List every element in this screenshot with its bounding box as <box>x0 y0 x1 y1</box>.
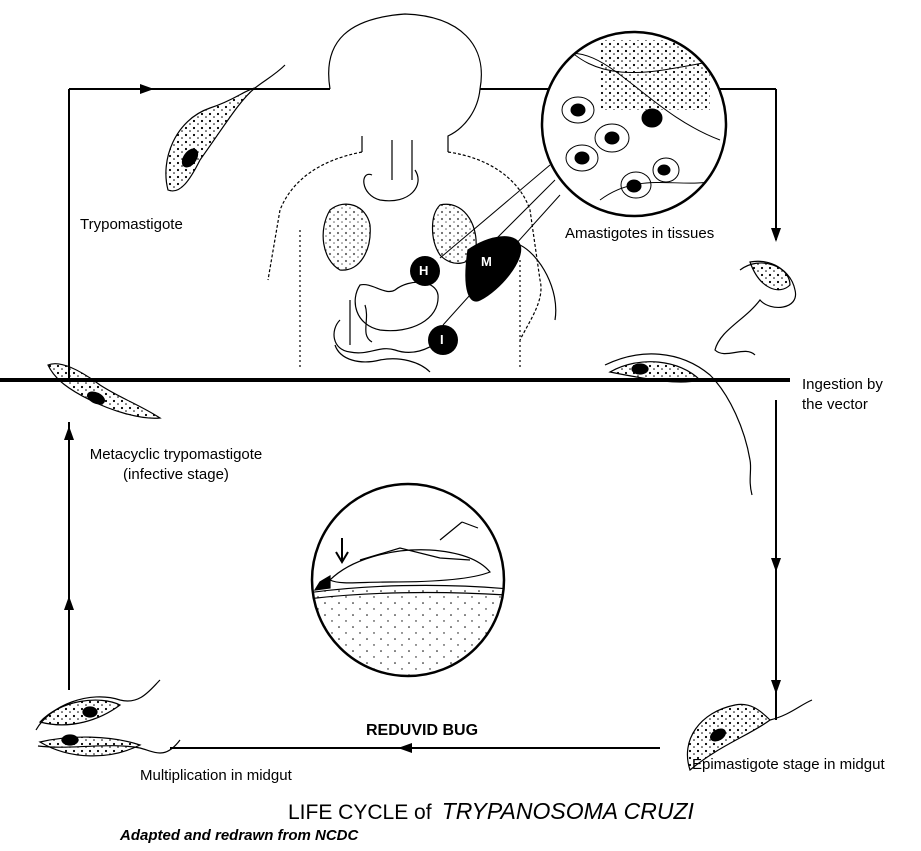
human-host-illustration <box>268 14 556 372</box>
multiplication-label: Multiplication in midgut <box>140 766 292 786</box>
credit-line: Adapted and redrawn from NCDC <box>120 826 358 846</box>
multiplying-parasites <box>36 680 180 756</box>
reduviid-bug-circle <box>300 484 520 690</box>
trypomastigote-parasite <box>166 65 285 191</box>
title-prefix: LIFE CYCLE of <box>288 801 432 824</box>
arrow-down-mid <box>771 558 781 572</box>
title-organism: TRYPANOSOMA CRUZI <box>442 798 694 824</box>
arrow-right-top <box>140 84 154 94</box>
arrow-down-upper <box>771 228 781 242</box>
metacyclic-label-line2: (infective stage) <box>76 465 276 485</box>
arrow-up-upper <box>64 426 74 440</box>
arrow-up-lower <box>64 596 74 610</box>
reduviid-bug-label: REDUVID BUG <box>366 721 478 741</box>
diagram-title: LIFE CYCLE of TRYPANOSOMA CRUZI <box>288 798 694 828</box>
arrow-down-low <box>771 680 781 694</box>
ingestion-label-line2: the vector <box>802 395 883 415</box>
ingestion-label: Ingestion by the vector <box>802 375 883 415</box>
muscle-marker-letter: M <box>481 252 492 272</box>
intestine-marker-letter: I <box>440 330 444 350</box>
amastigotes-label: Amastigotes in tissues <box>565 224 714 244</box>
arrow-left-bottom <box>398 743 412 753</box>
heart-marker-letter: H <box>419 261 428 281</box>
ingestion-label-line1: Ingestion by <box>802 375 883 395</box>
metacyclic-label: Metacyclic trypomastigote (infective sta… <box>76 445 276 485</box>
metacyclic-label-line1: Metacyclic trypomastigote <box>76 445 276 465</box>
tissue-amastigotes-circle <box>542 32 726 216</box>
metacyclic-trypomastigote-parasite <box>48 364 160 419</box>
trypomastigote-label: Trypomastigote <box>80 215 183 235</box>
epimastigote-label: Epimastigote stage in midgut <box>692 755 885 775</box>
